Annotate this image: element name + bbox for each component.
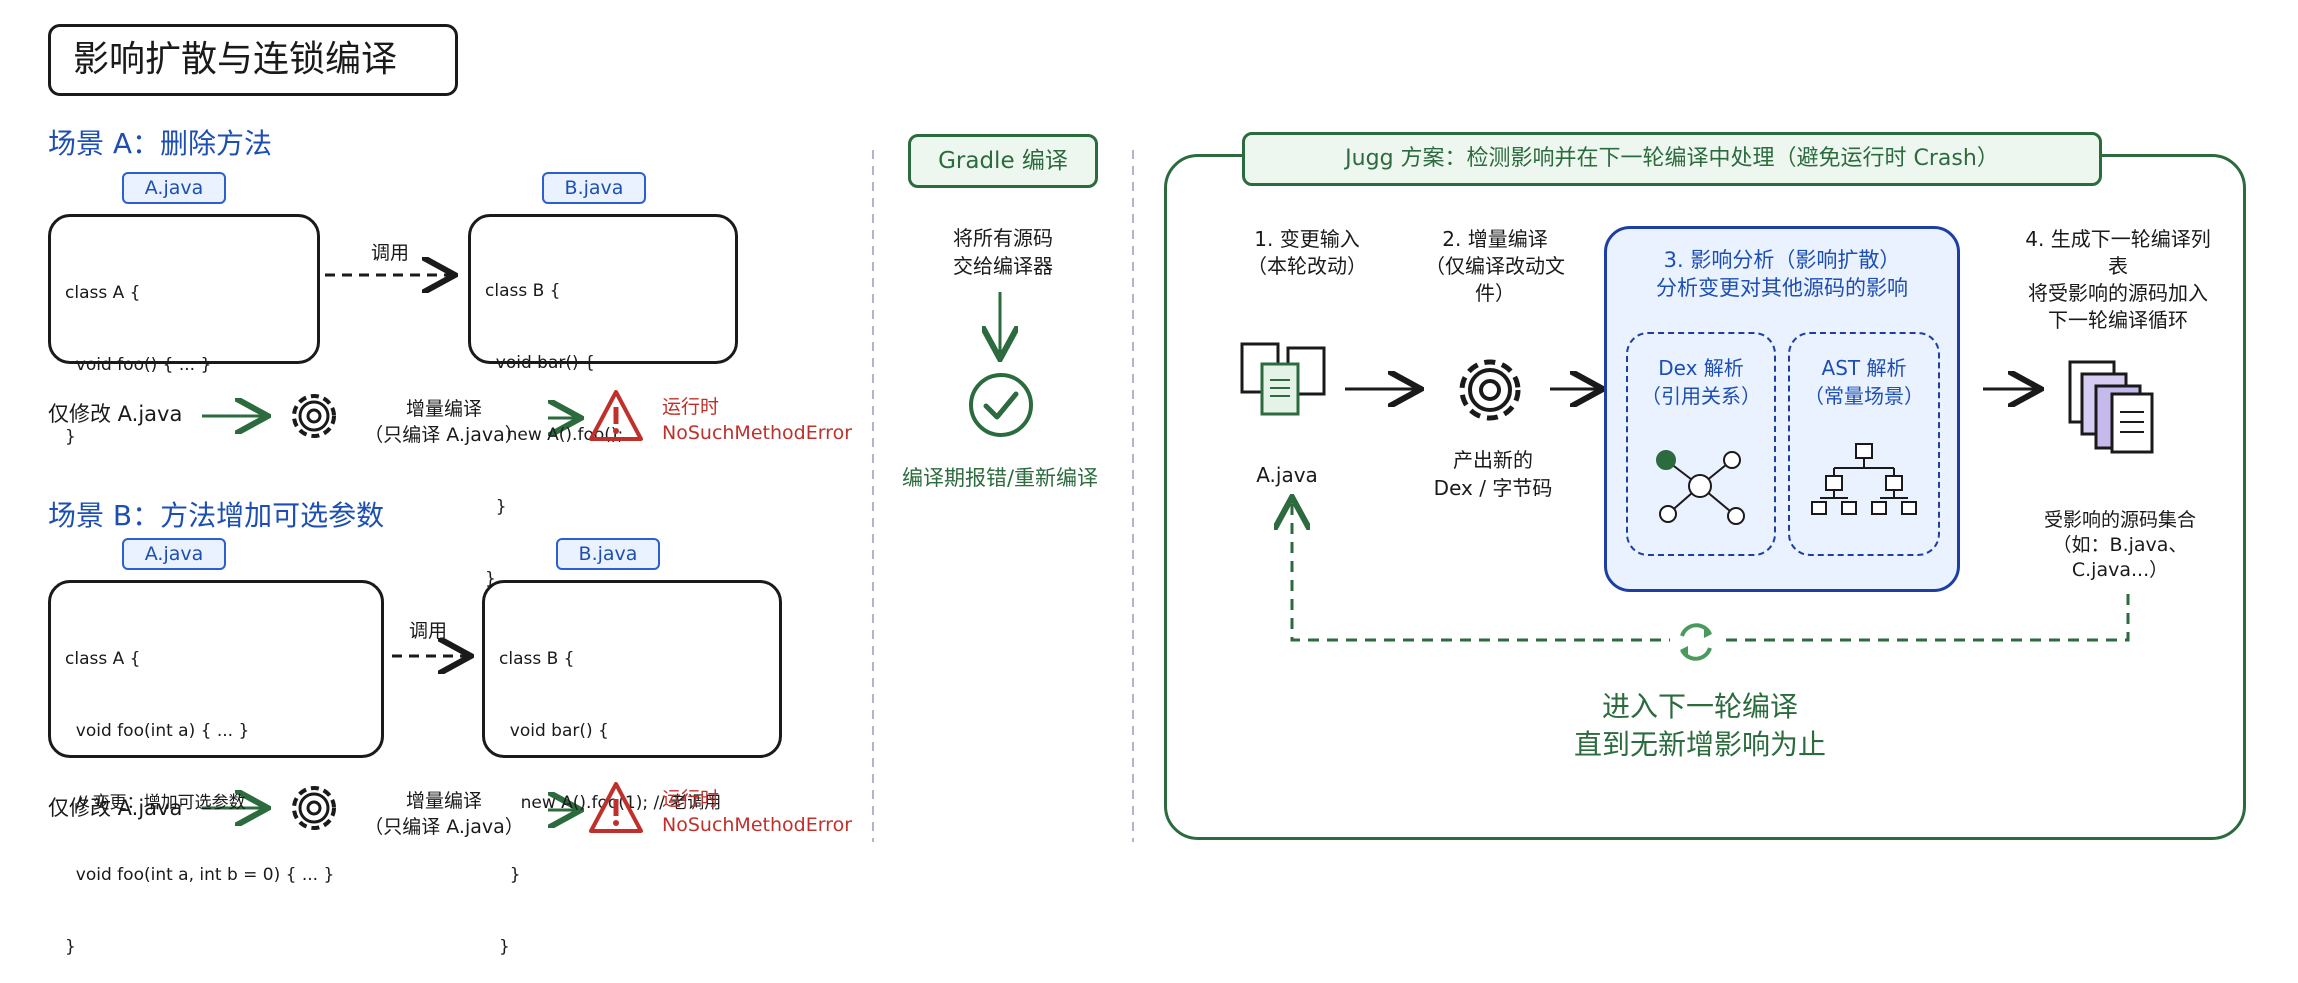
warning-icon xyxy=(588,780,644,836)
dex-line: Dex 解析 xyxy=(1658,356,1744,380)
code-line: void foo(int a, int b = 0) { ... } xyxy=(65,865,335,885)
code-line: } xyxy=(485,497,507,517)
step1-line: （本轮改动） xyxy=(1247,254,1367,278)
scenario-a-file-b-tag: B.java xyxy=(542,172,646,204)
loop-line: 进入下一轮编译 xyxy=(1601,690,1798,723)
step3-label: 3. 影响分析（影响扩散） 分析变更对其他源码的影响 xyxy=(1604,246,1960,302)
gear-icon xyxy=(280,382,348,450)
scenario-b-code-b: class B { void bar() { new A().foo(1); /… xyxy=(482,580,782,957)
scenario-a-file-a-tag: A.java xyxy=(122,172,226,204)
code-line: } xyxy=(65,937,76,957)
code-line: void bar() { xyxy=(485,353,595,373)
code-line: class B { xyxy=(485,281,561,301)
step2-line: 2. 增量编译 xyxy=(1442,227,1548,251)
gear-icon xyxy=(280,774,348,842)
step4-label: 4. 生成下一轮编译列 表 将受影响的源码加入 下一轮编译循环 xyxy=(1998,226,2238,334)
scenario-a-compile-label: 增量编译 （只编译 A.java） xyxy=(354,396,534,448)
gradle-desc-line: 将所有源码 xyxy=(953,226,1053,250)
step2-output: 产出新的 Dex / 字节码 xyxy=(1418,446,1568,502)
scenario-a-call-label: 调用 xyxy=(370,242,409,264)
scenario-a-heading: 场景 A：删除方法 xyxy=(48,127,273,160)
ast-line: AST 解析 xyxy=(1821,356,1907,380)
error-line: 运行时 xyxy=(662,788,720,810)
step2-label: 2. 增量编译 （仅编译改动文 件） xyxy=(1420,226,1570,307)
step2-line: （仅编译改动文 xyxy=(1425,254,1565,278)
code-line: void foo(int a) { ... } xyxy=(65,721,250,741)
step2-output-line: 产出新的 xyxy=(1453,448,1533,472)
code-line: new A().foo(1); // 老调用 xyxy=(499,793,722,813)
affected-set-label: 受影响的源码集合 （如：B.java、 C.java...） xyxy=(2020,508,2220,583)
ast-parse-box xyxy=(1788,332,1940,556)
scenario-b-modify-label: 仅修改 A.java xyxy=(48,796,183,820)
code-line: void bar() { xyxy=(499,721,609,741)
scenario-b-error-label: 运行时 NoSuchMethodError xyxy=(662,786,852,838)
step1-line: 1. 变更输入 xyxy=(1254,227,1360,251)
documents-icon xyxy=(1236,334,1332,434)
step3-line: 3. 影响分析（影响扩散） xyxy=(1663,248,1901,272)
error-line: 运行时 xyxy=(662,396,720,418)
page-title: 影响扩散与连锁编译 xyxy=(48,24,458,96)
scenario-b-call-label: 调用 xyxy=(408,620,447,642)
gear-icon xyxy=(1444,344,1536,436)
scenario-a-code-b: class B { void bar() { new A().foo(); } … xyxy=(468,214,738,589)
error-line: NoSuchMethodError xyxy=(662,814,852,836)
affected-line: C.java...） xyxy=(2071,559,2169,581)
code-line: class B { xyxy=(499,649,575,669)
affected-line: 受影响的源码集合 xyxy=(2043,509,2196,531)
reference-graph-icon xyxy=(1648,440,1754,532)
code-line: // 变更：增加可选参数 xyxy=(65,793,246,813)
error-line: NoSuchMethodError xyxy=(662,422,852,444)
ast-label: AST 解析 （常量场景） xyxy=(1788,354,1940,410)
compile-line: 增量编译 xyxy=(405,790,482,812)
code-line: void foo() { ... } xyxy=(65,355,212,375)
scenario-b-file-a-tag: A.java xyxy=(122,538,226,570)
step4-line: 4. 生成下一轮编译列 xyxy=(2025,227,2211,251)
ast-line: （常量场景） xyxy=(1804,384,1924,408)
scenario-a-code-a: class A { void foo() { ... } } xyxy=(48,214,320,447)
check-circle-icon xyxy=(966,370,1036,440)
code-line: } xyxy=(65,427,76,447)
code-line: } xyxy=(499,937,510,957)
affected-line: （如：B.java、 xyxy=(2052,534,2188,556)
code-line: class A { xyxy=(65,649,141,669)
code-line: } xyxy=(485,569,496,589)
step4-line: 将受影响的源码加入 xyxy=(2028,281,2208,305)
compile-line: （只编译 A.java） xyxy=(364,424,524,446)
scenario-a-modify-label: 仅修改 A.java xyxy=(48,402,183,426)
scenario-b-heading: 场景 B：方法增加可选参数 xyxy=(48,499,385,532)
scenario-b-file-b-tag: B.java xyxy=(556,538,660,570)
gradle-title: Gradle 编译 xyxy=(908,134,1098,188)
step3-line: 分析变更对其他源码的影响 xyxy=(1656,276,1908,300)
scenario-b-code-a: class A { void foo(int a) { ... } // 变更：… xyxy=(48,580,384,957)
refresh-cycle-icon xyxy=(1670,616,1722,668)
scenario-b-compile-label: 增量编译 （只编译 A.java） xyxy=(354,788,534,840)
code-line: class A { xyxy=(65,283,141,303)
loop-label: 进入下一轮编译 直到无新增影响为止 xyxy=(1540,688,1860,764)
loop-line: 直到无新增影响为止 xyxy=(1573,728,1826,761)
gradle-desc-line: 交给编译器 xyxy=(953,254,1053,278)
compile-line: 增量编译 xyxy=(405,398,482,420)
step1-label: 1. 变更输入 （本轮改动） xyxy=(1222,226,1392,280)
gradle-result: 编译期报错/重新编译 xyxy=(901,466,1099,490)
dex-line: （引用关系） xyxy=(1641,384,1761,408)
affected-files-icon xyxy=(2062,354,2166,460)
jugg-title: Jugg 方案：检测影响并在下一轮编译中处理（避免运行时 Crash） xyxy=(1242,132,2102,186)
step4-line: 表 xyxy=(2108,254,2128,278)
scenario-a-error-label: 运行时 NoSuchMethodError xyxy=(662,394,852,446)
step4-line: 下一轮编译循环 xyxy=(2048,308,2188,332)
syntax-tree-icon xyxy=(1810,440,1918,522)
step1-file: A.java xyxy=(1256,463,1318,487)
code-line: } xyxy=(499,865,521,885)
dex-label: Dex 解析 （引用关系） xyxy=(1626,354,1776,410)
gradle-desc: 将所有源码 交给编译器 xyxy=(900,224,1106,280)
step2-line: 件） xyxy=(1475,281,1515,305)
dex-parse-box xyxy=(1626,332,1776,556)
impact-analysis-box xyxy=(1604,226,1960,592)
compile-line: （只编译 A.java） xyxy=(364,816,524,838)
warning-icon xyxy=(588,388,644,444)
step2-output-line: Dex / 字节码 xyxy=(1433,476,1553,500)
